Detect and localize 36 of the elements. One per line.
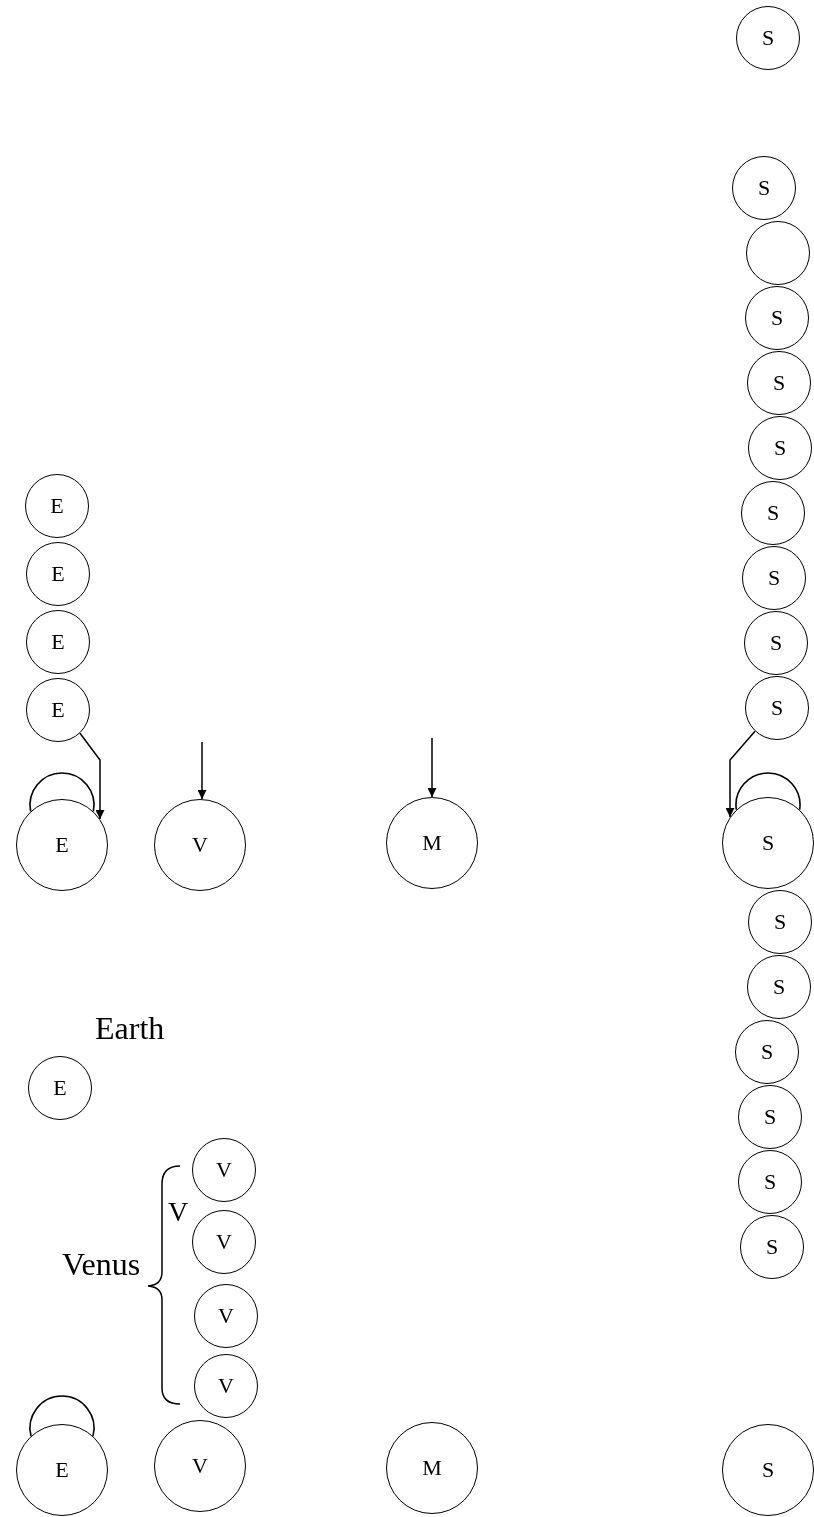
planet-circle: V xyxy=(154,1420,246,1512)
planet-circle: V xyxy=(194,1284,258,1348)
planet-circle: S xyxy=(738,1150,802,1214)
planet-circle: V xyxy=(192,1210,256,1274)
text-label: Venus xyxy=(62,1248,141,1280)
planet-circle: S xyxy=(736,6,800,70)
planet-circle: S xyxy=(722,1424,814,1516)
planet-circle: S xyxy=(745,676,809,740)
planet-circle: E xyxy=(26,610,90,674)
planet-circle: V xyxy=(192,1138,256,1202)
arrow xyxy=(197,741,207,800)
text-label: V xyxy=(168,1198,189,1226)
planet-circle: M xyxy=(386,797,478,889)
planet-circle: E xyxy=(26,678,90,742)
planet-circle: E xyxy=(28,1056,92,1120)
text-label: Earth xyxy=(95,1012,165,1044)
planet-circle: V xyxy=(194,1354,258,1418)
planet-circle: S xyxy=(742,546,806,610)
planet-circle: M xyxy=(386,1422,478,1514)
arrow xyxy=(427,737,437,798)
planet-circle: V xyxy=(154,799,246,891)
planet-circle: S xyxy=(745,286,809,350)
planet-circle: S xyxy=(748,416,812,480)
planet-circle: S xyxy=(735,1020,799,1084)
planet-circle: S xyxy=(741,481,805,545)
planet-circle: S xyxy=(738,1085,802,1149)
planet-circle: S xyxy=(748,890,812,954)
planet-circle: S xyxy=(747,955,811,1019)
arrow xyxy=(725,730,756,818)
planet-circle: S xyxy=(744,611,808,675)
planet-circle: E xyxy=(25,474,89,538)
planet-circle: S xyxy=(747,351,811,415)
planet-circle: S xyxy=(740,1215,804,1279)
planet-circle: S xyxy=(732,156,796,220)
planet-circle: E xyxy=(26,542,90,606)
arrow xyxy=(79,732,105,820)
